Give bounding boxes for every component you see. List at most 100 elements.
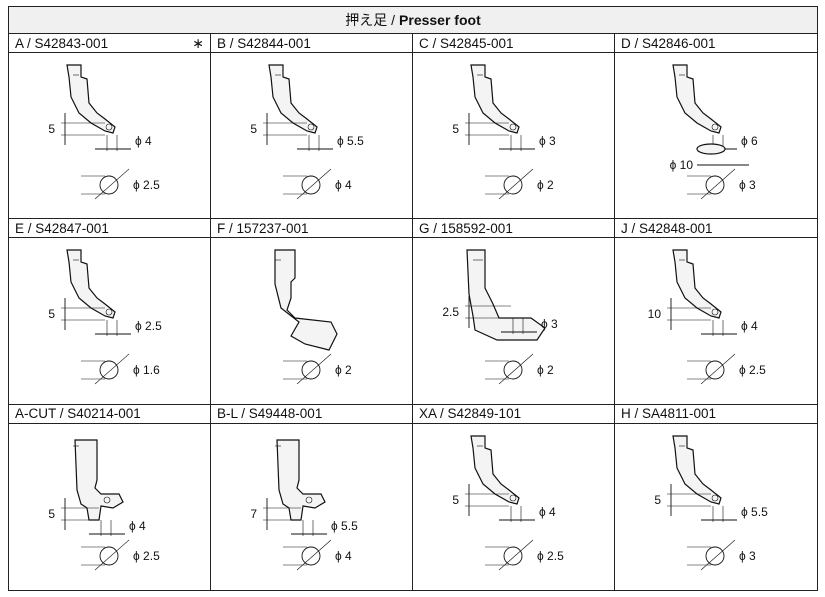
toe-diameter-label: ϕ 4 [135,134,152,148]
hole-circle [503,175,523,195]
foot-shape [672,435,722,505]
hole-circle [503,360,523,380]
hole-diameter-label: ϕ 2 [537,178,554,192]
foot-code-label: A-CUT / S40214-001 [15,406,141,422]
foot-code: H / SA4811-001 [615,405,817,424]
needle-hole [711,494,719,501]
toe-diameter-label: ϕ 4 [741,319,758,333]
foot-cell: F / 157237-001 ϕ 2 [211,219,413,405]
needle-hole [305,496,313,503]
toe-diameter-label: ϕ 5.5 [337,134,364,148]
toe-diameter-label: ϕ 3 [539,134,556,148]
foot-drawing: 5 ϕ 4 ϕ 2.5 [48,439,160,570]
foot-code-label: XA / S42849-101 [419,406,522,422]
hole-circle [99,546,119,566]
hole-diameter-label: ϕ 2.5 [739,363,766,377]
foot-cell: A / S42843-001 ∗ 5 ϕ 4 ϕ 2.5 [9,34,211,220]
hole-diameter-label: ϕ 4 [335,549,352,563]
hole-diameter-label: ϕ 2.5 [133,549,160,563]
foot-code-label: B-L / S49448-001 [217,406,323,422]
hole-diameter-label: ϕ 2.5 [133,178,160,192]
foot-drawing: 10ϕ 4ϕ 2.5 [648,249,766,385]
height-value: 5 [452,493,459,507]
foot-shape [66,249,116,320]
table-title: 押え足 / Presser foot [9,7,817,34]
hole-diameter-label: ϕ 2 [335,363,352,377]
foot-shape [470,64,520,134]
foot-code-label: B / S42844-001 [217,35,311,51]
foot-drawing: 2.5ϕ 3ϕ 2 [442,249,558,385]
foot-code: E / S42847-001 [9,219,210,239]
foot-shape [274,249,338,352]
hole-circle [705,360,725,380]
height-value: 7 [250,507,257,521]
height-value: 5 [48,307,55,321]
title-jp: 押え足 / [345,12,396,28]
foot-cell: H / SA4811-001 5 ϕ 5.5 ϕ 3 [615,405,817,590]
hole-circle [301,175,321,195]
foot-code-label: F / 157237-001 [217,220,309,236]
foot-shape [470,435,520,505]
hole-circle [705,175,725,195]
foot-cell: E / S42847-001 5 ϕ 2.5 ϕ 1.6 [9,219,211,405]
asterisk-mark: ∗ [192,35,204,51]
height-value: 5 [48,122,55,136]
foot-drawing: ϕ 6 ϕ 10 ϕ 3 [670,64,758,200]
foot-code: A / S42843-001 ∗ [9,34,210,53]
needle-hole [103,496,111,503]
foot-code-label: H / SA4811-001 [621,406,717,422]
foot-code-label: E / S42847-001 [15,220,109,236]
foot-drawing: 5 ϕ 4 ϕ 2.5 [48,64,160,200]
needle-hole [711,309,719,316]
foot-code: B / S42844-001 [211,34,412,53]
height-value: 5 [48,507,55,521]
hole-diameter-label: ϕ 4 [335,178,352,192]
hole-diameter-label: ϕ 3 [739,549,756,563]
hole-circle [301,360,321,380]
foot-shape [466,249,546,341]
presser-foot-grid: A / S42843-001 ∗ 5 ϕ 4 ϕ 2.5 B / S42844-001 5 ϕ… [9,34,817,590]
foot-drawing: 5 ϕ 2.5 ϕ 1.6 [48,249,162,385]
foot-code: J / S42848-001 [615,219,817,239]
foot-shape [276,439,326,521]
foot-code: G / 158592-001 [413,219,614,239]
disc-diameter-label: ϕ 10 [670,158,694,172]
toe-diameter-label: ϕ 2.5 [135,319,162,333]
hole-diameter-label: ϕ 2 [537,363,554,377]
foot-drawing: 5ϕ 5.5ϕ 4 [250,64,364,200]
foot-code: A-CUT / S40214-001 [9,405,210,424]
title-en: Presser foot [399,12,481,28]
hole-diameter-label: ϕ 1.6 [133,363,160,377]
presser-foot-table: 押え足 / Presser foot A / S42843-001 ∗ 5 ϕ 4 ϕ … [8,6,818,591]
height-value: 2.5 [442,305,459,319]
foot-shape [74,439,124,521]
foot-code: B-L / S49448-001 [211,405,412,424]
hole-circle [705,546,725,566]
foot-shape [66,64,116,134]
foot-code-label: G / 158592-001 [419,220,513,236]
hole-diameter-label: ϕ 3 [739,178,756,192]
height-value: 5 [654,493,661,507]
foot-code-label: J / S42848-001 [621,220,713,236]
hole-circle [503,546,523,566]
needle-hole [105,123,113,131]
foot-drawing: 5 ϕ 3 ϕ 2 [452,64,556,200]
foot-code-label: A / S42843-001 [15,35,109,51]
foot-shape [268,64,318,134]
needle-hole [509,123,517,131]
foot-drawing: 5 ϕ 5.5 ϕ 3 [654,435,768,570]
needle-hole [307,123,315,131]
height-value: 5 [452,122,459,136]
toe-diameter-label: ϕ 6 [741,134,758,148]
foot-code-label: D / S42846-001 [621,35,716,51]
foot-cell: A-CUT / S40214-001 5 ϕ 4 ϕ 2.5 [9,404,211,590]
foot-drawing: 7ϕ 5.5ϕ 4 [250,439,358,570]
toe-diameter-label: ϕ 4 [129,519,146,533]
toe-diameter-label: ϕ 5.5 [741,505,768,519]
toe-diameter-label: ϕ 4 [539,505,556,519]
